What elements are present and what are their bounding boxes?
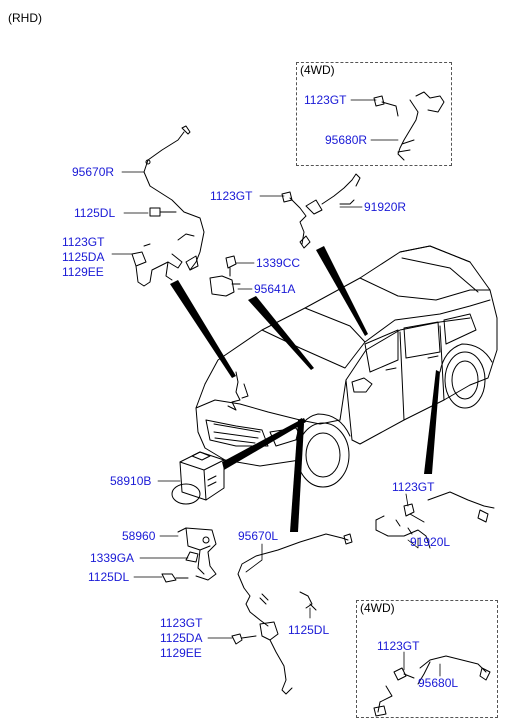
part-label-1125DL-c[interactable]: 1125DL [288,623,330,637]
part-label-95670L[interactable]: 95670L [238,529,279,543]
box-upper-title: (4WD) [300,63,335,77]
part-label-58960[interactable]: 58960 [122,529,156,543]
box-4wd-upper [296,62,452,166]
part-label-95680R[interactable]: 95680R [325,133,368,147]
sensor-91920R [281,173,361,249]
part-label-95670R[interactable]: 95670R [72,165,115,179]
sensor-95680R [373,91,445,161]
part-label-1123GT-a[interactable]: 1123GT [62,235,105,249]
abs-module-58910B [171,451,225,505]
part-label-1125DL-a[interactable]: 1125DL [74,206,116,220]
vehicle-illustration [195,245,498,488]
part-label-91920R[interactable]: 91920R [364,200,407,214]
bracket-58960 [161,527,217,583]
part-label-1129EE-a[interactable]: 1129EE [62,265,104,279]
part-label-91920L[interactable]: 91920L [410,535,451,549]
part-label-95680L[interactable]: 95680L [418,676,459,690]
part-label-1123GT-box-upper[interactable]: 1123GT [304,93,347,107]
sensor-95641A [209,255,241,297]
part-label-1339GA[interactable]: 1339GA [90,551,135,565]
part-label-1125DA-a[interactable]: 1125DA [62,250,105,264]
part-label-1125DA-c[interactable]: 1125DA [160,631,203,645]
leader-lines [111,99,441,677]
sensor-95670R [131,125,205,287]
part-label-1123GT-c[interactable]: 1123GT [160,616,203,630]
sensor-95670L [231,533,353,695]
part-label-1123GT-d[interactable]: 1123GT [392,480,435,494]
part-label-95641A[interactable]: 95641A [254,282,296,296]
part-label-1129EE-c[interactable]: 1129EE [160,646,202,660]
part-label-1339CC[interactable]: 1339CC [256,256,301,270]
part-label-1123GT-box-lower[interactable]: 1123GT [377,639,420,653]
part-label-58910B[interactable]: 58910B [110,474,152,488]
variant-label: (RHD) [8,11,42,25]
part-label-1125DL-b[interactable]: 1125DL [88,570,130,584]
part-label-1123GT-b[interactable]: 1123GT [210,189,253,203]
box-4wd-lower [356,600,498,718]
box-lower-title: (4WD) [360,601,395,615]
pointer-wedges [170,246,440,532]
sensor-91920L [375,491,495,549]
sensor-95680L [373,655,491,717]
